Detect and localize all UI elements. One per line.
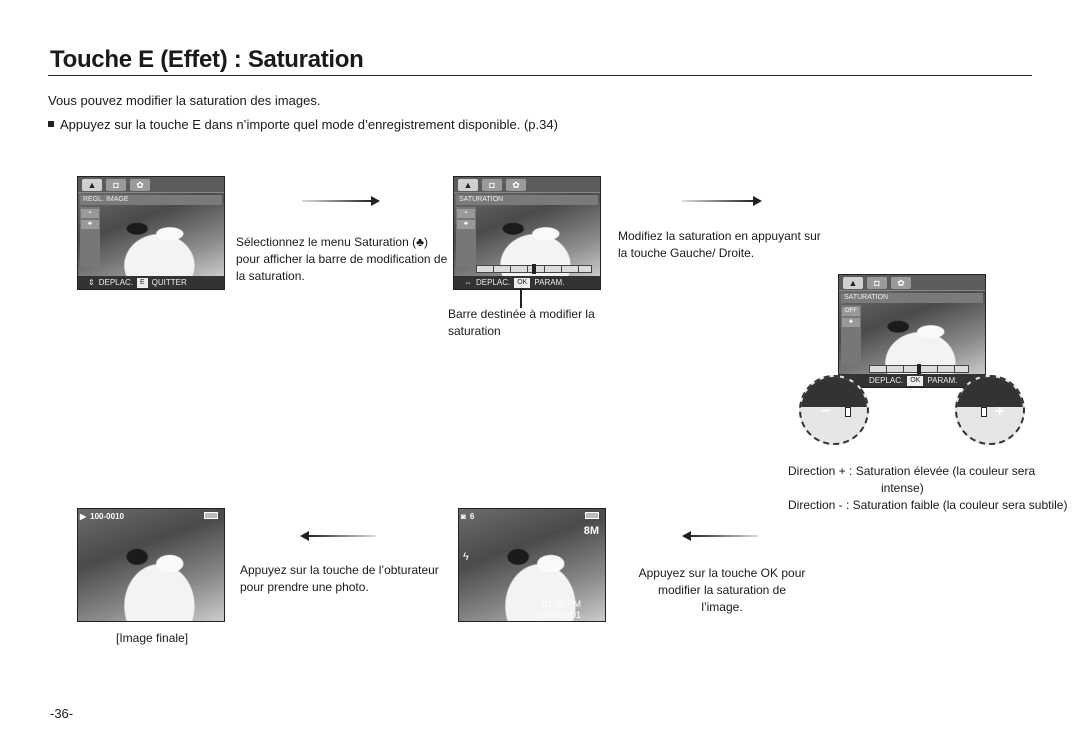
tab-image-icon[interactable]: ▲ <box>82 179 102 191</box>
arrow-right-icon <box>682 196 762 206</box>
status-bar: ▶ 100-0010 <box>80 511 222 523</box>
slider-knob[interactable] <box>917 364 922 374</box>
footer-move-label: DEPLAC. <box>98 278 133 287</box>
page-title: Touche E (Effet) : Saturation <box>50 46 364 73</box>
file-number: 100-0010 <box>90 512 124 521</box>
plus-icon: + <box>995 403 1005 420</box>
caption-bar: Barre destinée à modifier la saturation <box>448 307 595 338</box>
footer-e-key: E <box>136 277 148 288</box>
tab-image-icon[interactable]: ▲ <box>458 179 478 191</box>
caption-shutter: Appuyez sur la touche de l’obturateur po… <box>240 563 439 594</box>
battery-icon <box>585 512 599 519</box>
leftright-icon: ⇔ <box>464 278 472 287</box>
updown-icon: ⇕ <box>88 278 95 287</box>
instruction-bullet: Appuyez sur la touche E dans n’importe q… <box>48 117 558 132</box>
footer-ok-key: OK <box>907 375 924 386</box>
side-item[interactable]: ▪ <box>81 209 99 218</box>
caption-ok: Appuyez sur la touche OK pour modifier l… <box>638 566 806 614</box>
caption-modify: Modifiez la saturation en appuyant sur l… <box>618 229 821 260</box>
saturation-icon[interactable]: ♣ <box>457 220 475 229</box>
side-menu: ▪ ♣ <box>80 207 100 267</box>
tab-camera-icon[interactable]: ◘ <box>106 179 126 191</box>
shots-remaining: 6 <box>469 512 475 521</box>
footer-move-label: DEPLAC. <box>869 376 904 385</box>
tab-image-icon[interactable]: ▲ <box>843 277 863 289</box>
screen-photo <box>78 193 224 278</box>
arrow-left-icon <box>300 531 376 541</box>
caption-select-saturation: Sélectionnez le menu Saturation (♣) pour… <box>236 235 448 283</box>
slider-end-box <box>981 407 987 417</box>
camera-screen-final: ▶ 100-0010 <box>77 508 225 622</box>
status-bar: ◙ 6 <box>461 511 603 523</box>
page-number: -36- <box>50 706 74 721</box>
menu-label: SATURATION <box>456 195 598 205</box>
footer-exit-label: QUITTER <box>151 278 187 287</box>
menu-label: REGL. IMAGE <box>80 195 222 205</box>
tab-camera-icon[interactable]: ◘ <box>482 179 502 191</box>
side-item[interactable]: ▪ <box>457 209 475 218</box>
tab-palette-icon[interactable]: ✿ <box>891 277 911 289</box>
shot-time: 01:00 PM <box>542 599 581 609</box>
image-size: 8M <box>583 525 599 537</box>
slider-knob[interactable] <box>531 264 536 274</box>
tab-palette-icon[interactable]: ✿ <box>506 179 526 191</box>
footer-bar: DEPLAC. OK PARAM. <box>839 374 985 387</box>
tab-bar: ▲ ◘ ✿ <box>78 177 224 193</box>
zoom-plus-detail: + <box>955 375 1025 445</box>
square-bullet-icon <box>48 121 54 127</box>
saturation-icon[interactable]: ♣ <box>842 318 860 327</box>
tab-bar: ▲ ◘ ✿ <box>454 177 600 193</box>
menu-label: SATURATION <box>841 293 983 303</box>
footer-ok-key: OK <box>514 277 531 288</box>
footer-bar: ⇔ DEPLAC. OK PARAM. <box>454 276 600 289</box>
arrow-left-icon <box>682 531 758 541</box>
screen-photo <box>839 291 985 376</box>
footer-param-label: PARAM. <box>534 278 565 287</box>
saturation-menu-icon: ♣ <box>416 235 424 249</box>
caption-direction: Direction + : Saturation élevée (la coul… <box>788 464 1068 512</box>
slider-end-box <box>845 407 851 417</box>
battery-icon <box>204 512 218 519</box>
footer-bar: ⇕ DEPLAC. E QUITTER <box>78 276 224 289</box>
playback-icon: ▶ <box>80 512 87 521</box>
camera-mode-icon: ◙ <box>461 512 466 521</box>
footer-move-label: DEPLAC. <box>476 278 511 287</box>
footer-param-label: PARAM. <box>927 376 958 385</box>
camera-screen-shoot: ◙ 6 8M ϟ 01:00 PM 2009/01/01 <box>458 508 606 622</box>
callout-line <box>520 288 522 308</box>
camera-screen-menu: ▲ ◘ ✿ REGL. IMAGE ▪ ♣ ⇕ DEPLAC. E QUITTE… <box>77 176 225 290</box>
tab-bar: ▲ ◘ ✿ <box>839 275 985 291</box>
title-underline <box>48 75 1032 76</box>
minus-icon: − <box>821 403 831 420</box>
saturation-slider[interactable] <box>476 264 592 274</box>
intro-text: Vous pouvez modifier la saturation des i… <box>48 93 321 108</box>
arrow-right-icon <box>302 196 380 206</box>
screen-photo <box>454 193 600 278</box>
camera-screen-adjust: ▲ ◘ ✿ SATURATION OFF ♣ DEPLAC. OK PARAM. <box>838 274 986 388</box>
camera-screen-saturation: ▲ ◘ ✿ SATURATION ▪ ♣ ⇔ DEPLAC. OK PARAM. <box>453 176 601 290</box>
instruction-text: Appuyez sur la touche E dans n’importe q… <box>60 117 558 132</box>
tab-camera-icon[interactable]: ◘ <box>867 277 887 289</box>
zoom-minus-detail: − <box>799 375 869 445</box>
shot-date: 2009/01/01 <box>535 610 581 620</box>
tab-palette-icon[interactable]: ✿ <box>130 179 150 191</box>
caption-final: [Image finale] <box>116 631 189 645</box>
flash-icon: ϟ <box>463 551 469 563</box>
side-menu: ▪ ♣ <box>456 207 476 267</box>
side-menu: OFF ♣ <box>841 305 861 365</box>
saturation-icon[interactable]: ♣ <box>81 220 99 229</box>
screen-photo <box>459 509 605 621</box>
screen-photo <box>78 509 224 621</box>
side-item-off[interactable]: OFF <box>842 307 860 316</box>
saturation-slider[interactable] <box>869 364 969 374</box>
